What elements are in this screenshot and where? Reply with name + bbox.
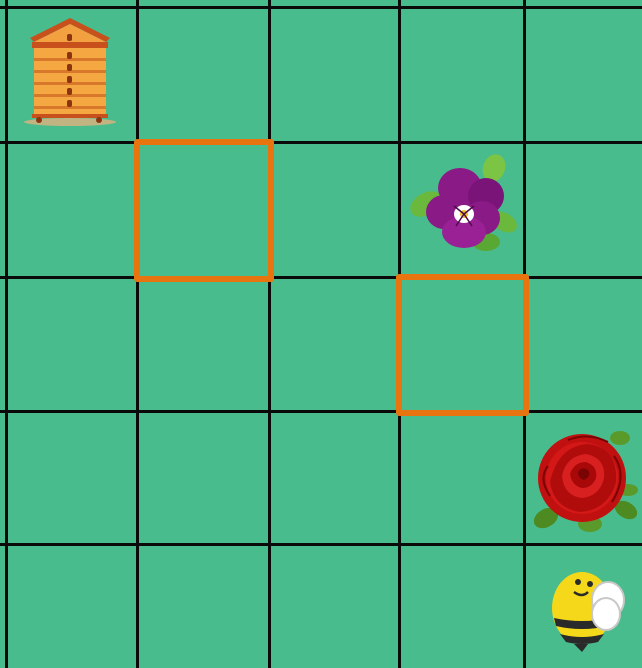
grid-cell[interactable] bbox=[268, 6, 398, 141]
highlighted-cell bbox=[134, 139, 274, 282]
red-rose-icon bbox=[528, 426, 642, 534]
grid-line-vertical bbox=[5, 0, 8, 668]
grid-line-horizontal bbox=[0, 276, 642, 279]
grid-cell[interactable] bbox=[5, 543, 136, 668]
grid-cell[interactable] bbox=[398, 543, 523, 668]
grid-line-vertical bbox=[136, 0, 139, 668]
grid-cell[interactable] bbox=[5, 276, 136, 410]
grid-cell[interactable] bbox=[5, 141, 136, 276]
grid-cell[interactable] bbox=[268, 276, 398, 410]
highlighted-cell bbox=[396, 274, 529, 416]
grid-cell[interactable] bbox=[136, 276, 268, 410]
grid-cell[interactable] bbox=[5, 410, 136, 543]
grid-cell[interactable] bbox=[268, 543, 398, 668]
grid-line-horizontal bbox=[0, 410, 642, 413]
grid-line-horizontal bbox=[0, 141, 642, 144]
beehive-icon bbox=[22, 14, 118, 128]
grid-cell[interactable] bbox=[523, 141, 642, 276]
grid-cell[interactable] bbox=[268, 410, 398, 543]
grid-cell[interactable] bbox=[398, 410, 523, 543]
grid-cell[interactable] bbox=[136, 543, 268, 668]
grid-line-horizontal bbox=[0, 6, 642, 9]
bee-icon bbox=[548, 566, 632, 654]
grid-line-vertical bbox=[268, 0, 271, 668]
grid-line-horizontal bbox=[0, 543, 642, 546]
grid-cell[interactable] bbox=[523, 6, 642, 141]
grid-cell[interactable] bbox=[523, 276, 642, 410]
grid-cell[interactable] bbox=[398, 6, 523, 141]
grid-cell[interactable] bbox=[136, 6, 268, 141]
purple-flower-icon bbox=[406, 152, 520, 256]
grid-cell[interactable] bbox=[268, 141, 398, 276]
grid-cell[interactable] bbox=[136, 410, 268, 543]
